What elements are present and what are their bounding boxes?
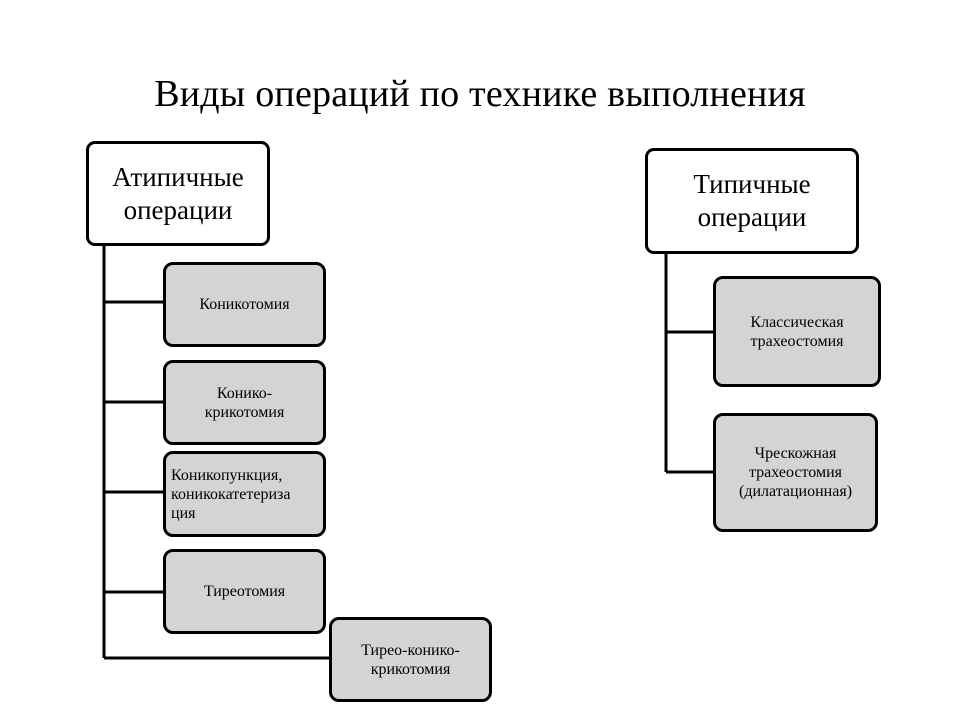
atypical-item-box-5: Тирео-конико- крикотомия [329, 617, 492, 702]
slide-title: Виды операций по технике выполнения [154, 73, 806, 115]
atypical-item-box-4: Тиреотомия [163, 549, 326, 634]
atypical-item-label-1: Коникотомия [199, 296, 290, 313]
typical-item-label-1: Классическая трахеостомия [750, 313, 844, 350]
typical-operations-heading: Типичные операции [693, 169, 811, 232]
atypical-item-box-2: Конико- крикотомия [163, 360, 326, 445]
typical-operations-heading-box: Типичные операции [645, 148, 859, 254]
atypical-item-label-2: Конико- крикотомия [204, 384, 285, 421]
atypical-item-box-1: Коникотомия [163, 262, 326, 347]
atypical-item-label-3: Коникопункция, коникокатетериза ция [171, 466, 291, 522]
atypical-item-label-4: Тиреотомия [203, 583, 286, 600]
typical-item-label-2: Чрескожная трахеостомия (дилатационная) [738, 445, 853, 500]
typical-item-box-1: Классическая трахеостомия [713, 276, 881, 387]
atypical-item-box-3: Коникопункция, коникокатетериза ция [163, 451, 326, 537]
atypical-item-label-5: Тирео-конико- крикотомия [361, 641, 460, 678]
atypical-operations-heading-box: Атипичные операции [86, 141, 270, 246]
typical-item-box-2: Чрескожная трахеостомия (дилатационная) [713, 413, 878, 532]
atypical-operations-heading: Атипичные операции [112, 161, 244, 225]
